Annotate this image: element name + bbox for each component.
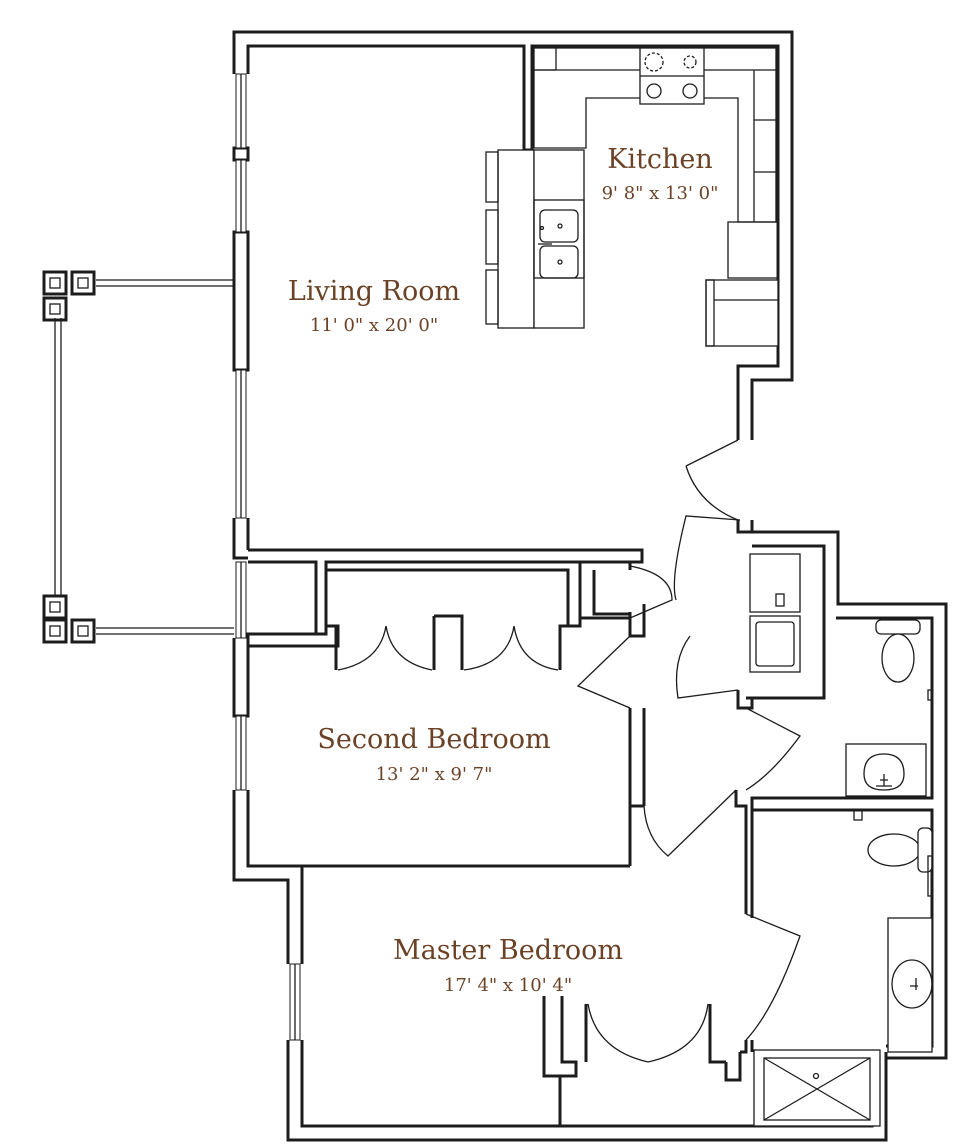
shower-icon [753,1049,881,1127]
laundry [749,553,801,673]
room-label-living-room: Living Room 11' 0" x 20' 0" [288,276,460,336]
stove-icon [639,47,705,105]
toilet-icon [875,619,921,683]
room-dimensions: 9' 8" x 13' 0" [602,183,719,204]
room-label-kitchen: Kitchen 9' 8" x 13' 0" [602,144,719,204]
room-name: Living Room [288,276,460,307]
bathroom-fixtures [845,619,933,797]
sink-icon [538,209,579,279]
room-name: Second Bedroom [317,724,550,755]
kitchen-fixtures [485,47,779,347]
room-dimensions: 13' 2" x 9' 7" [376,764,493,785]
dryer-icon [749,553,801,613]
room-name: Master Bedroom [393,935,623,966]
room-dimensions: 17' 4" x 10' 4" [444,975,572,996]
bathroom-sink-icon [845,743,927,797]
exterior-walls [232,30,948,1142]
washer-icon [749,615,801,673]
refrigerator-icon [705,279,779,347]
toilet-icon [867,827,933,873]
master-bath-fixtures [753,809,933,1127]
bathroom-sink-icon [887,917,933,1053]
room-name: Kitchen [607,144,713,175]
interior-walls [246,520,754,1126]
room-label-second-bedroom: Second Bedroom 13' 2" x 9' 7" [317,724,550,785]
room-label-master-bedroom: Master Bedroom 17' 4" x 10' 4" [393,935,623,996]
room-dimensions: 11' 0" x 20' 0" [310,315,438,336]
balcony-railing [42,270,234,644]
railing-post [42,270,96,644]
kitchen-island [497,149,585,329]
bar-stool [485,151,499,325]
doors [337,439,801,1063]
windows [235,73,301,1041]
